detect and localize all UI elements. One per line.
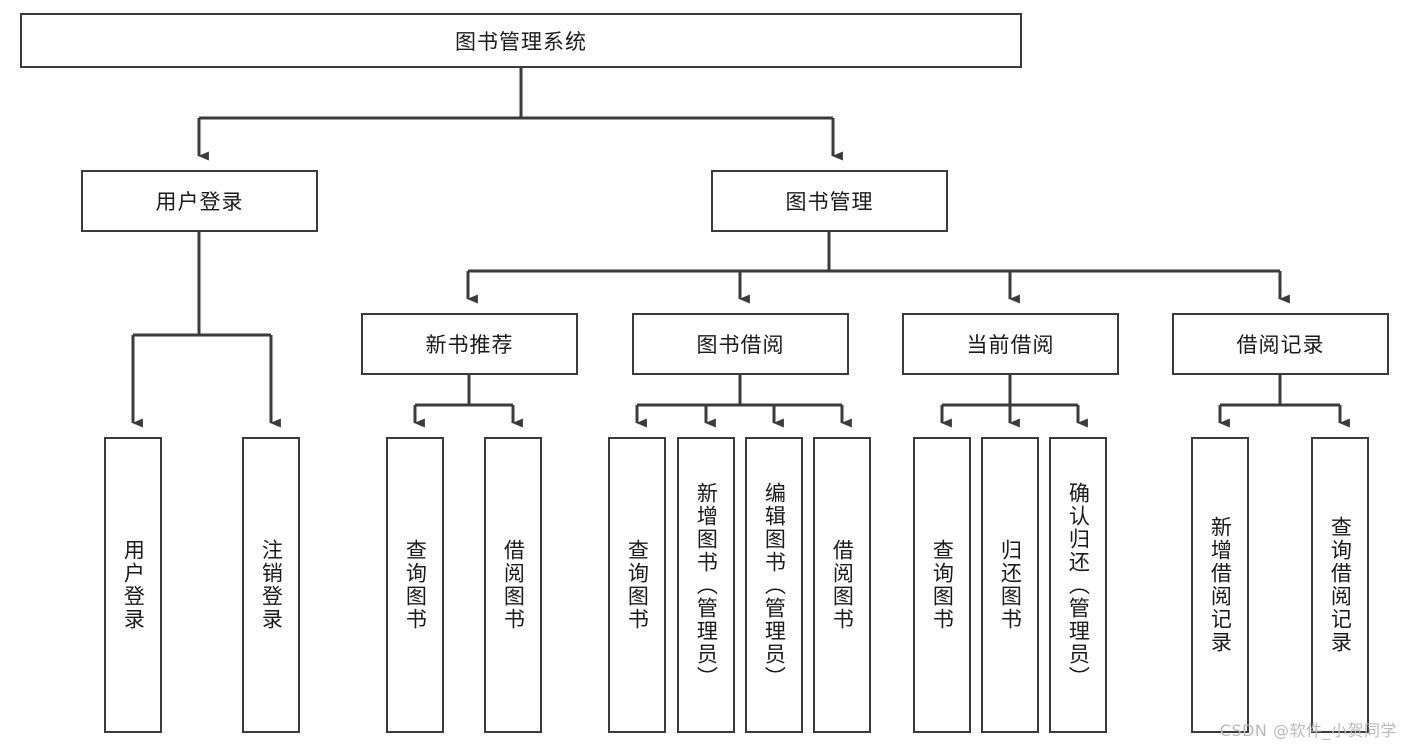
leaf-borrow-add-book-admin[interactable]: 新增图书（管理员） [677,437,735,733]
node-label: 查询借阅记录 [1328,516,1353,654]
node-label: 查询图书 [930,539,955,631]
node-label: 确认归还（管理员） [1066,481,1091,689]
leaf-recommend-query-book[interactable]: 查询图书 [386,437,444,733]
node-borrow-record[interactable]: 借阅记录 [1172,313,1389,375]
node-label: 编辑图书（管理员） [762,481,787,689]
node-label: 借阅记录 [1236,333,1325,357]
node-label: 当前借阅 [966,333,1055,357]
node-label: 新增借阅记录 [1208,516,1233,654]
node-label: 图书管理 [785,190,874,214]
node-user-login[interactable]: 用户登录 [81,170,318,232]
watermark-csdn: CSDN @软件_小贺同学 [1219,721,1397,740]
leaf-recommend-borrow-book[interactable]: 借阅图书 [484,437,542,733]
leaf-current-confirm-return-admin[interactable]: 确认归还（管理员） [1049,437,1107,733]
node-label: 借阅图书 [830,539,855,631]
node-label: 借阅图书 [501,539,526,631]
node-label: 注销登录 [259,539,284,631]
leaf-record-query-borrow-record[interactable]: 查询借阅记录 [1311,437,1369,733]
node-label: 查询图书 [403,539,428,631]
node-label: 新书推荐 [425,333,514,357]
node-root-book-management-system[interactable]: 图书管理系统 [20,13,1022,68]
leaf-borrow-borrow-book[interactable]: 借阅图书 [813,437,871,733]
leaf-borrow-edit-book-admin[interactable]: 编辑图书（管理员） [745,437,803,733]
node-label: 用户登录 [155,190,244,214]
leaf-borrow-query-book[interactable]: 查询图书 [608,437,666,733]
node-label: 图书借阅 [696,333,785,357]
node-current-borrow[interactable]: 当前借阅 [902,313,1119,375]
leaf-current-return-book[interactable]: 归还图书 [981,437,1039,733]
node-label: 新增图书（管理员） [694,481,719,689]
leaf-logout-login[interactable]: 注销登录 [242,437,300,733]
leaf-user-login[interactable]: 用户登录 [104,437,162,733]
node-label: 查询图书 [625,539,650,631]
node-book-management[interactable]: 图书管理 [711,170,948,232]
node-label: 图书管理系统 [455,29,587,54]
node-new-book-recommend[interactable]: 新书推荐 [361,313,578,375]
node-book-borrow[interactable]: 图书借阅 [632,313,849,375]
leaf-record-add-borrow-record[interactable]: 新增借阅记录 [1191,437,1249,733]
node-label: 用户登录 [121,539,146,631]
leaf-current-query-book[interactable]: 查询图书 [913,437,971,733]
node-label: 归还图书 [998,539,1023,631]
